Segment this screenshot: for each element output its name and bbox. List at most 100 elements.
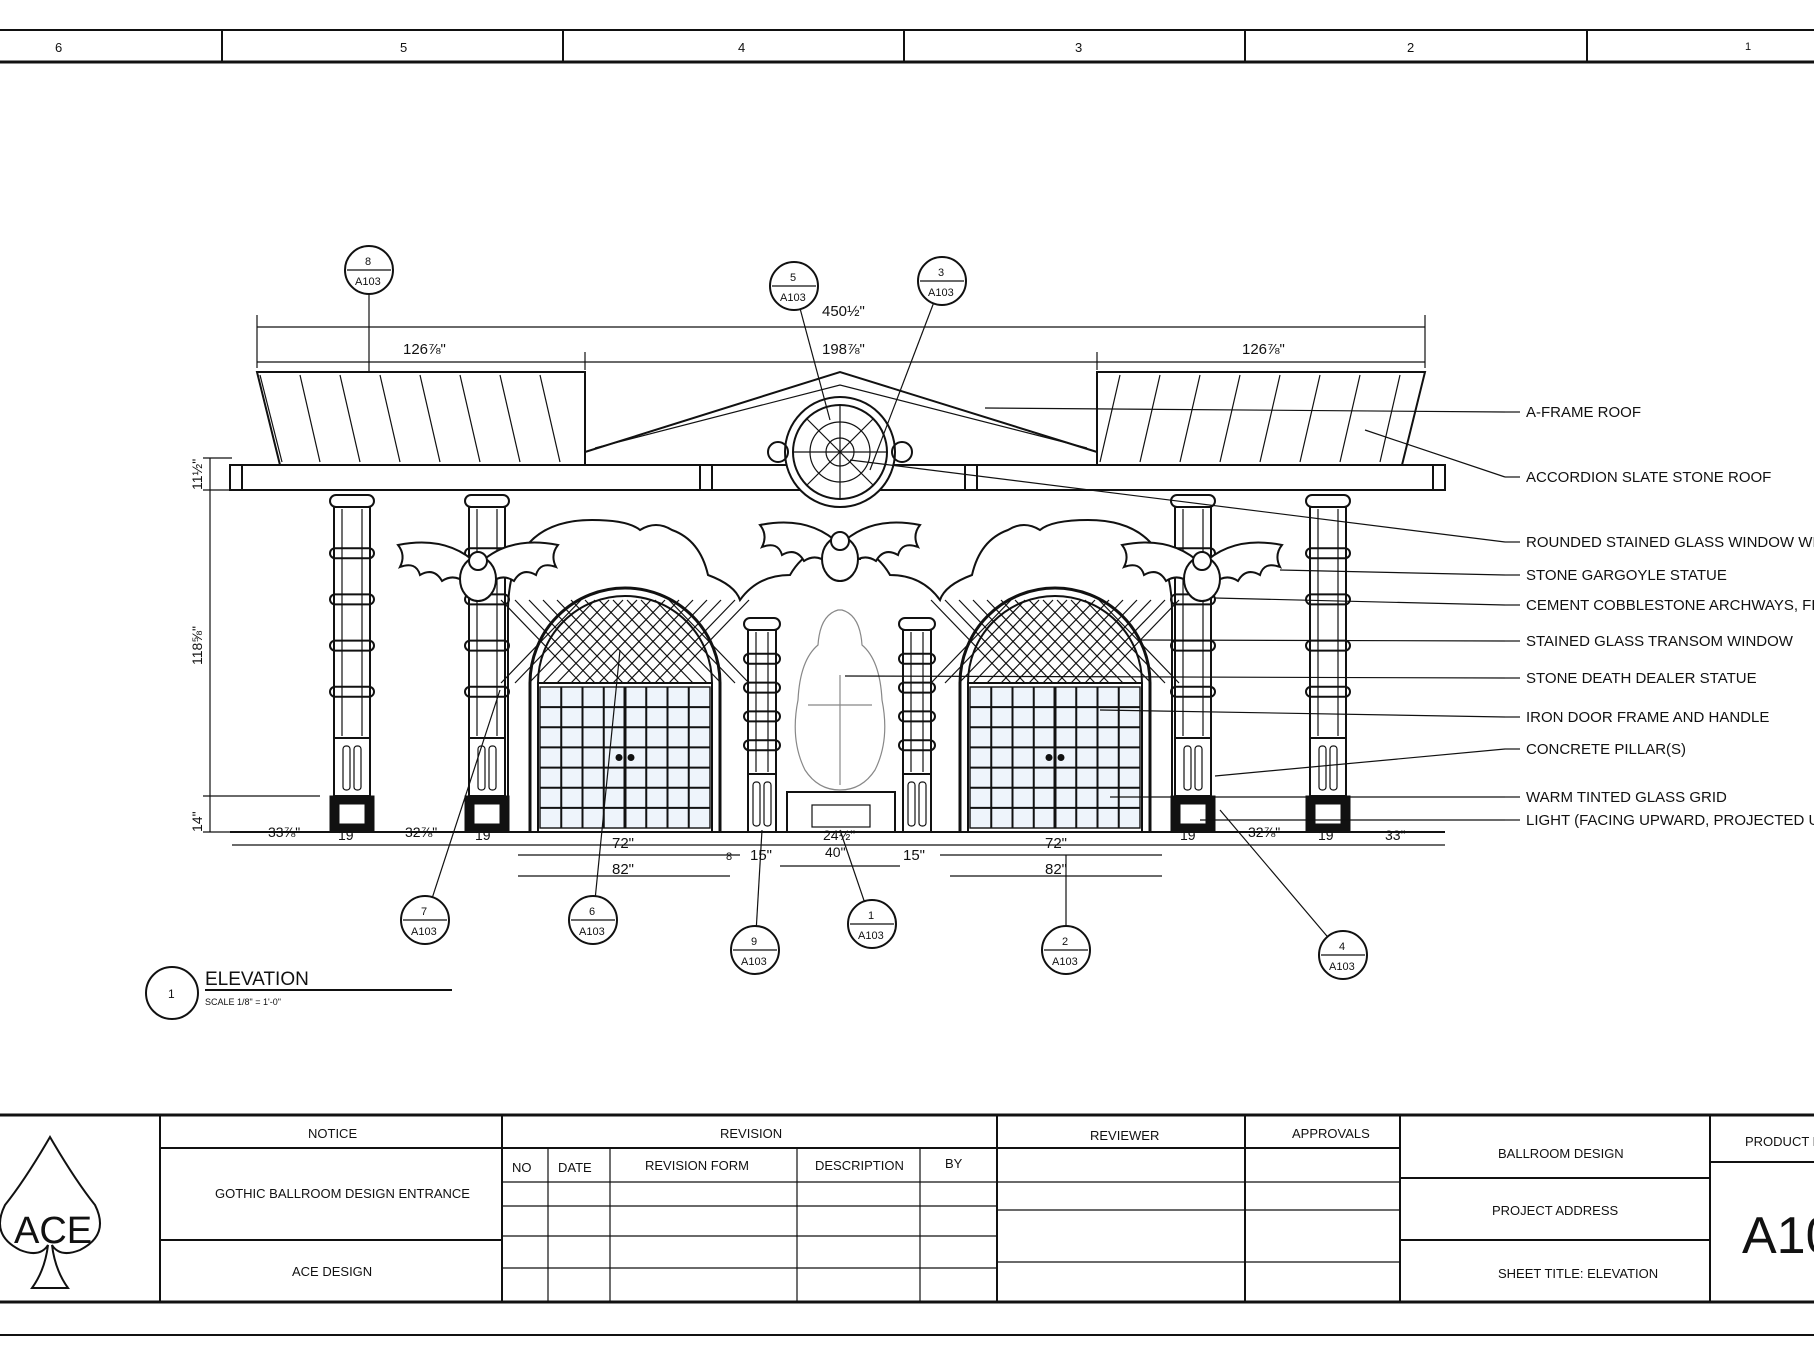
notice-firm: ACE DESIGN [292,1264,372,1279]
callout-number: 6 [589,906,595,918]
view-title: 1 ELEVATION SCALE 1/8" = 1'-0" [145,966,452,1020]
revision-col: DATE [558,1160,592,1175]
note-leader: A-FRAME ROOF [984,404,1641,421]
note-leader: STAINED GLASS TRANSOM WINDOW [1139,633,1794,650]
concrete-pillars [329,494,1351,833]
callout-number: 5 [790,272,796,284]
concrete-pillar [898,617,936,833]
material-note: A-FRAME ROOF [1526,404,1641,421]
callout-sheet: A103 [780,292,806,304]
accordion-roof-left [255,371,586,466]
dim-bottom: 72" [612,835,634,852]
concrete-pillar [743,617,781,833]
view-title-text: ELEVATION [205,969,309,990]
bottom-dimensions: 33⅞" 19 32⅞" 19 72" 82" 8 15" 24½" 40" 1… [232,824,1445,878]
dim-height-base: 14" [189,811,205,832]
callout-number: 8 [365,256,371,268]
material-note: LIGHT (FACING UPWARD, PROJECTED UP P [1526,812,1814,829]
dim-bottom: 19 [475,827,491,843]
height-dimensions: 11½" 118⅝" 14" [189,457,320,833]
zone-label: 5 [400,40,407,55]
project-address: PROJECT ADDRESS [1492,1203,1619,1218]
material-note: IRON DOOR FRAME AND HANDLE [1526,709,1769,726]
a-frame-roof [584,370,1098,453]
revision-col: REVISION FORM [645,1158,749,1173]
material-note: STONE DEATH DEALER STATUE [1526,670,1757,687]
note-leader: LIGHT (FACING UPWARD, PROJECTED UP P [1200,812,1814,829]
notice-project: GOTHIC BALLROOM DESIGN ENTRANCE [215,1186,470,1201]
top-dimensions: 450½" 126⅞" 198⅞" 126⅞" [256,303,1426,370]
revision-col: DESCRIPTION [815,1158,904,1173]
dim-right-roof: 126⅞" [1242,341,1285,358]
zone-label: 1 [1745,41,1751,53]
rounded-stained-glass-window [767,396,913,508]
gargoyle [758,521,922,582]
dim-bottom: 33⅞" [268,824,300,840]
callout-sheet: A103 [1052,956,1078,968]
note-leader: ROUNDED STAINED GLASS WINDOW WITH FR [849,459,1814,551]
dim-center-roof: 198⅞" [822,341,865,358]
dim-bottom: 15" [903,847,925,864]
note-leader: WARM TINTED GLASS GRID [1110,789,1727,806]
pillar-light-base [1305,795,1351,833]
material-note: ROUNDED STAINED GLASS WINDOW WITH FR [1526,534,1814,551]
callout-sheet: A103 [579,926,605,938]
callout-sheet: A103 [355,276,381,288]
zone-label: 6 [55,40,62,55]
accordion-roof-right [1096,371,1427,466]
sheet-number: A10 [1742,1207,1814,1265]
gargoyle [1120,541,1284,602]
zone-border: 6 5 4 3 2 1 [0,29,1814,64]
dim-bottom: 32⅞" [405,824,437,840]
material-note: CONCRETE PILLAR(S) [1526,741,1686,758]
dim-height-mid: 118⅝" [189,626,205,665]
view-scale: SCALE 1/8" = 1'-0" [205,997,281,1007]
gargoyle [396,541,560,602]
stone-gargoyle-statues [396,521,1284,602]
dim-bottom: 40" [825,844,846,860]
reviewer-header: REVIEWER [1090,1128,1159,1143]
cement-cobblestone-archways [507,518,1173,832]
callout-number: 3 [938,267,944,279]
ace-spade-logo: ACE [0,1135,101,1289]
dim-bottom: 24½" [823,827,855,843]
dim-bottom: 19 [1318,827,1334,843]
material-note: ACCORDION SLATE STONE ROOF [1526,469,1771,486]
callout-sheet: A103 [1329,961,1355,973]
dim-bottom: 8 [726,851,732,863]
revision-header: REVISION [720,1126,782,1141]
callout-sheet: A103 [741,956,767,968]
concrete-pillar [1170,494,1216,797]
note-leader: IRON DOOR FRAME AND HANDLE [1099,709,1769,726]
concrete-pillar [464,494,510,797]
pillar-light-base [1170,795,1216,833]
dim-bottom: 72" [1045,835,1067,852]
callout-sheet: A103 [928,287,954,299]
iron-door-right [930,586,1180,832]
stone-death-dealer-statue [786,609,896,833]
concrete-pillar [329,494,375,797]
zone-label: 2 [1407,40,1414,55]
material-notes: A-FRAME ROOF ACCORDION SLATE STONE ROOF RO… [844,404,1814,829]
dim-bottom: 32⅞" [1248,824,1280,840]
note-leader: ACCORDION SLATE STONE ROOF [1364,429,1771,486]
revision-col: BY [945,1156,963,1171]
iron-door-left [500,586,750,832]
notice-header: NOTICE [308,1126,357,1141]
pillar-light-base [464,795,510,833]
zone-label: 4 [738,40,745,55]
dim-height-top: 11½" [189,459,205,490]
revision-col: NO [512,1160,532,1175]
note-leader: CEMENT COBBLESTONE ARCHWAYS, FRAMING [1214,597,1814,614]
material-note: STONE GARGOYLE STATUE [1526,567,1727,584]
